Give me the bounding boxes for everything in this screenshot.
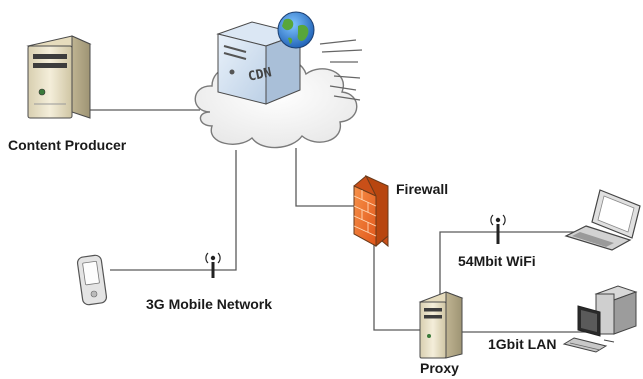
link-proxy-wifi: [439, 231, 588, 298]
firewall-icon: [353, 174, 389, 248]
wifi-label: 54Mbit WiFi: [458, 253, 536, 269]
proxy-server-icon: [418, 291, 464, 359]
desktop-pc-icon: [562, 285, 638, 353]
speed-lines: [319, 39, 363, 101]
link-cdn-mobile: [110, 150, 237, 271]
content-producer-label: Content Producer: [8, 137, 127, 153]
cdn-server-icon: CDN: [216, 21, 302, 105]
cdn-label: CDN: [247, 65, 273, 85]
mobile-antenna-icon: [205, 252, 221, 278]
link-cdn-firewall: [295, 148, 354, 207]
mobile-phone-icon: [76, 254, 108, 306]
laptop-icon: [564, 189, 641, 251]
mobile-network-label: 3G Mobile Network: [146, 296, 272, 312]
lan-label: 1Gbit LAN: [488, 336, 556, 352]
wifi-antenna-icon: [490, 214, 506, 244]
link-firewall-proxy: [373, 238, 422, 331]
proxy-label: Proxy: [420, 360, 459, 376]
connection-lines: [88, 109, 590, 333]
content-producer-server-icon: [26, 35, 92, 119]
globe-icon: [277, 11, 315, 49]
firewall-label: Firewall: [396, 181, 448, 197]
